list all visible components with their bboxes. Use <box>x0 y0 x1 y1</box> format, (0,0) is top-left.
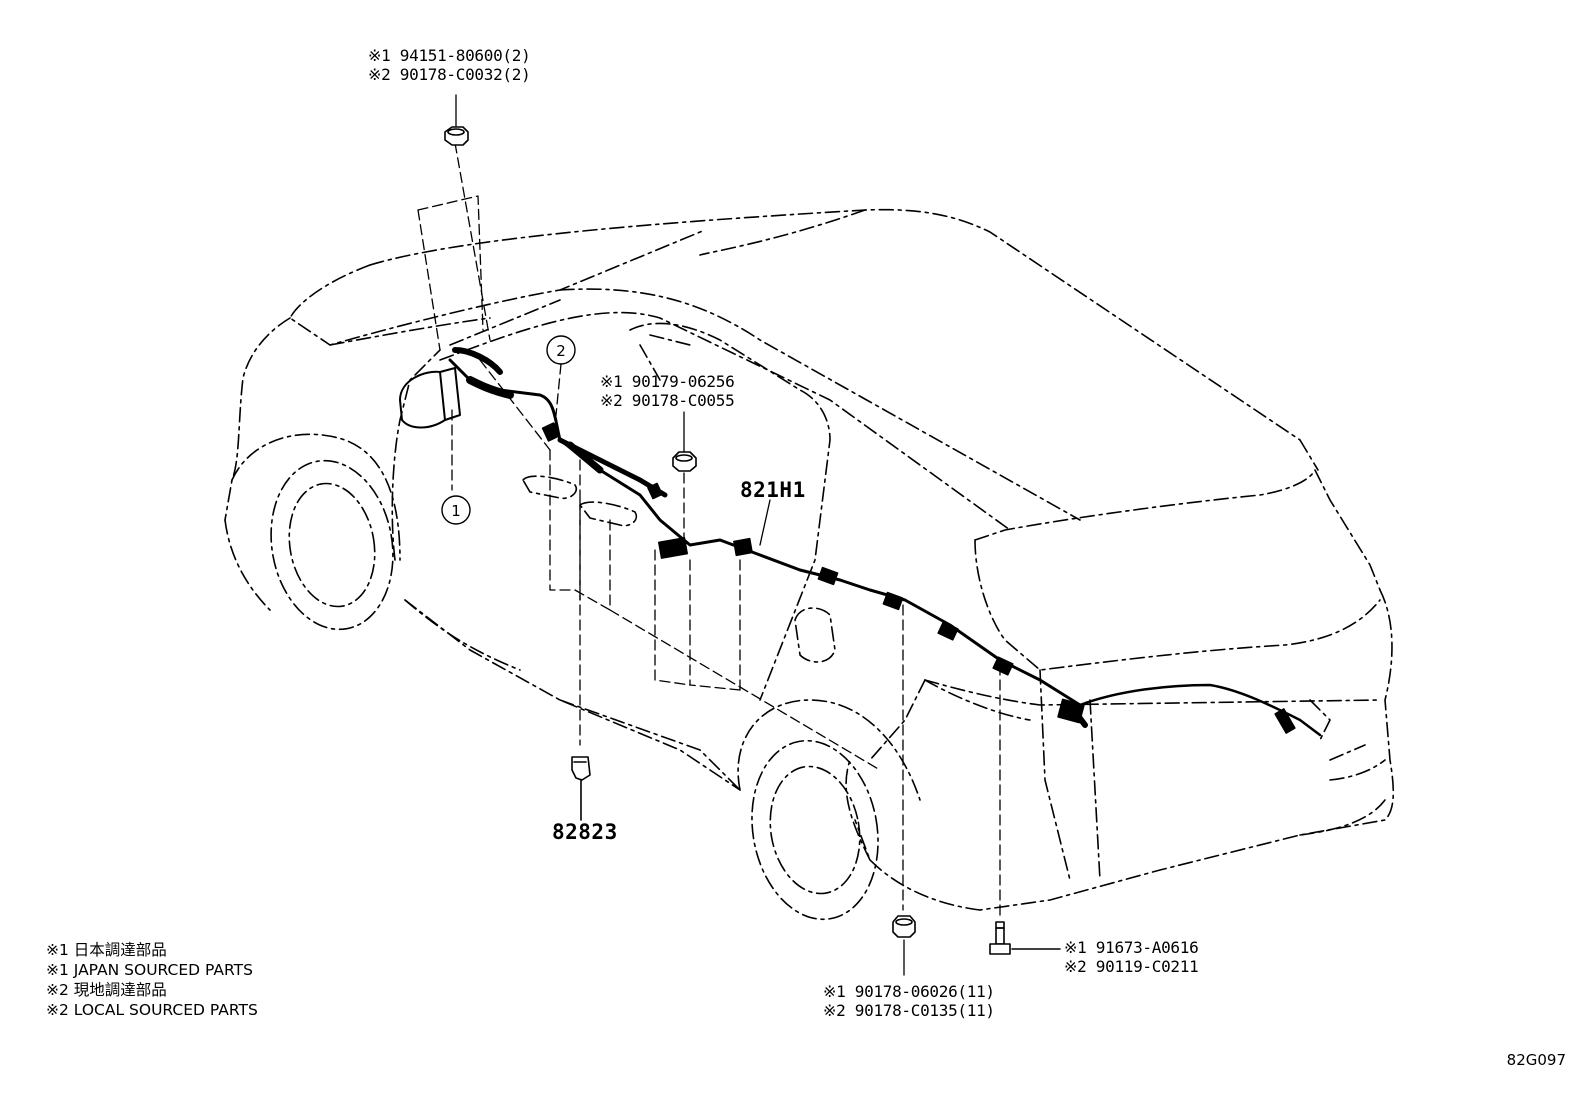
door-handles <box>522 475 638 527</box>
callout-bottom-center: ※1 90178-06026(11) ※2 90178-C0135(11) <box>823 982 995 1020</box>
marker-circle-2: 2 <box>546 335 576 426</box>
callout-bottom-right-line2: ※2 90119-C0211 <box>1064 957 1199 976</box>
callout-top-left-line2: ※2 90178-C0032(2) <box>368 65 531 84</box>
callout-bottom-right-line1: ※1 91673-A0616 <box>1064 938 1199 957</box>
rear-wheel <box>751 739 879 921</box>
callout-mid: ※1 90179-06256 ※2 90178-C0055 <box>600 372 735 410</box>
side-mirror <box>399 367 461 429</box>
legend-line: ※1 日本調達部品 <box>46 941 167 959</box>
clip-nut-mid <box>672 451 697 472</box>
legend: ※1 日本調達部品 ※1 JAPAN SOURCED PARTS ※2 現地調達… <box>46 940 258 1020</box>
marker-1-text: 1 <box>451 502 461 520</box>
diagram-code: 82G097 <box>1506 1051 1566 1069</box>
callout-bottom-right: ※1 91673-A0616 ※2 90119-C0211 <box>1064 938 1199 976</box>
legend-line: ※2 LOCAL SOURCED PARTS <box>46 1001 258 1019</box>
callout-bottom-center-line2: ※2 90178-C0135(11) <box>823 1001 995 1020</box>
callout-top-left-line1: ※1 94151-80600(2) <box>368 46 531 65</box>
bolt-bottom-right <box>989 921 1061 955</box>
reference-lines <box>417 142 1001 921</box>
clip-82823 <box>571 756 591 821</box>
part-number-harness: 821H1 <box>740 478 806 502</box>
callout-top-left: ※1 94151-80600(2) ※2 90178-C0032(2) <box>368 46 531 84</box>
part-number-clip: 82823 <box>552 820 618 844</box>
callout-mid-line2: ※2 90178-C0055 <box>600 391 735 410</box>
callout-bottom-center-line1: ※1 90178-06026(11) <box>823 982 995 1001</box>
marker-circle-1: 1 <box>441 495 471 525</box>
leader-lines <box>455 94 905 976</box>
marker-2-text: 2 <box>556 342 566 360</box>
front-wheel <box>270 459 394 631</box>
legend-line: ※1 JAPAN SOURCED PARTS <box>46 961 253 979</box>
harness-connectors <box>541 422 1296 734</box>
callout-mid-line1: ※1 90179-06256 <box>600 372 735 391</box>
clip-nut-bottom <box>892 915 916 938</box>
legend-line: ※2 現地調達部品 <box>46 981 167 999</box>
vehicle-body-outline <box>224 208 1395 911</box>
clip-nut-top <box>444 126 469 146</box>
